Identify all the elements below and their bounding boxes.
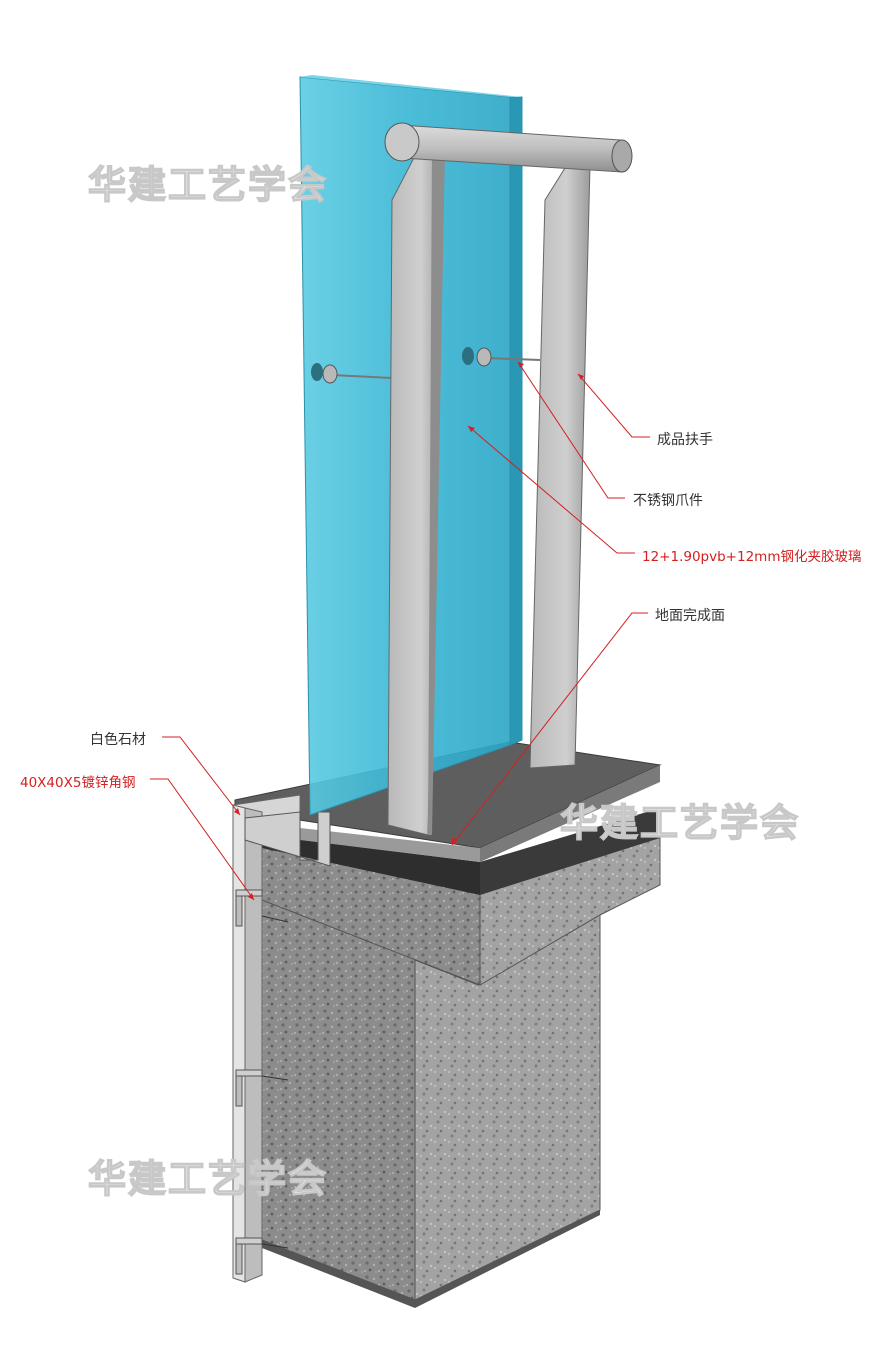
handrail: [384, 122, 633, 173]
glass-edge: [509, 96, 523, 746]
floor-layers: [234, 741, 662, 895]
handrail-end-front: [384, 122, 420, 162]
angle-bracket: [235, 1237, 289, 1275]
leader-glass: [467, 425, 635, 554]
glass-top-edge: [300, 75, 522, 97]
concrete-wall-side: [414, 914, 601, 1301]
watermark-top: 华建工艺学会: [88, 163, 328, 207]
watermark-middle: 华建工艺学会: [560, 801, 800, 845]
front-post-side: [428, 150, 445, 835]
label-white-stone: 白色石材: [90, 732, 146, 748]
floor-finish-front: [300, 828, 480, 862]
leader-spider: [517, 361, 625, 499]
leader-arrowheads: [234, 362, 584, 900]
leader-floor: [451, 612, 648, 846]
angle-bracket: [235, 1069, 289, 1107]
label-handrail: 成品扶手: [657, 432, 713, 448]
stone-edge: [244, 807, 263, 1283]
leader-stone: [162, 736, 241, 816]
watermarks: 华建工艺学会 华建工艺学会 华建工艺学会: [87, 162, 800, 1201]
screed-side: [480, 808, 660, 895]
spider-fitting-left: [311, 363, 393, 384]
label-spider-fitting: 不锈钢爪件: [633, 493, 703, 509]
floor-finish-side: [480, 765, 660, 862]
label-floor-finish: 地面完成面: [655, 608, 725, 624]
spider-fittings: [311, 347, 541, 384]
leader-angle: [150, 778, 255, 901]
leader-lines: [150, 361, 650, 901]
back-post-front: [529, 159, 591, 769]
stone-front-strip: [232, 804, 246, 1283]
watermark-bottom: 华建工艺学会: [88, 1157, 328, 1201]
spider-fitting-right: [462, 347, 541, 367]
handrail-end-back: [611, 139, 633, 173]
back-post: [529, 159, 591, 769]
angle-steel-brackets: [235, 889, 289, 1275]
label-glass: 12+1.90pvb+12mm钢化夹胶玻璃: [642, 549, 862, 565]
screed-front: [262, 835, 480, 895]
concrete-structure: [261, 829, 661, 1308]
front-post: [387, 149, 445, 836]
leader-handrail: [577, 373, 650, 438]
label-angle-steel: 40X40X5镀锌角钢: [20, 775, 136, 791]
